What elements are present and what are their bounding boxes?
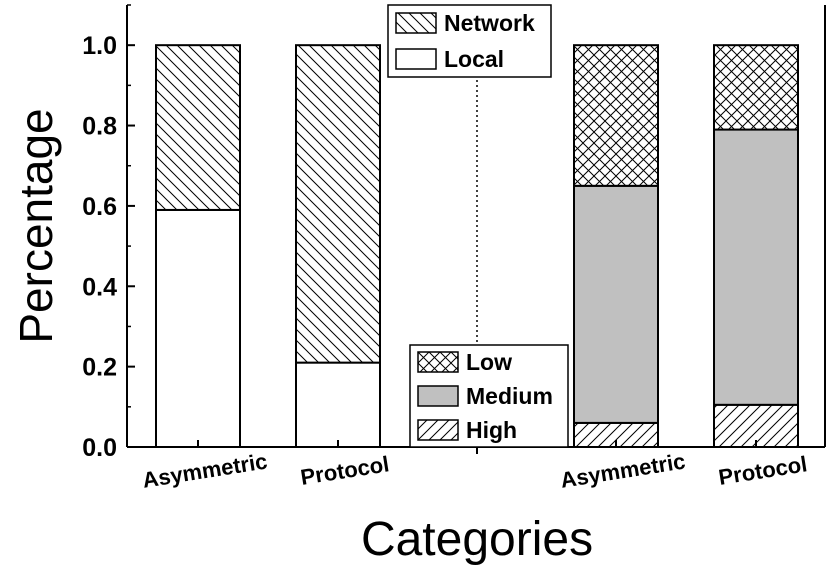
category-label-protocol-group1: Protocol	[299, 451, 391, 490]
legend-label-low: Low	[466, 349, 512, 375]
legend-label-high: High	[466, 417, 517, 443]
legend-swatch-high	[417, 419, 459, 441]
bar-medium-asymmetric-group2	[573, 184, 659, 424]
category-label-asymmetric-group1: Asymmetric	[141, 448, 269, 492]
y-tick-label: 0.2	[82, 354, 117, 382]
y-tick-label: 0.4	[82, 273, 117, 301]
bar-local-protocol-group1	[295, 361, 381, 449]
legend-swatch-network	[395, 12, 437, 34]
y-tick-label: 0.6	[82, 193, 117, 221]
bar-network-protocol-group1	[295, 44, 381, 364]
category-label-protocol-group2: Protocol	[717, 451, 809, 490]
legend-label-local: Local	[444, 46, 504, 72]
legend-swatch-low	[417, 351, 459, 373]
legend-swatch-medium	[417, 385, 459, 407]
bar-local-asymmetric-group1	[155, 208, 241, 448]
bar-medium-protocol-group2	[713, 128, 799, 406]
y-tick-label: 0.8	[82, 113, 117, 141]
bar-low-protocol-group2	[713, 44, 799, 131]
y-axis-title: Percentage	[10, 108, 62, 343]
y-tick-label: 1.0	[82, 32, 117, 60]
legend-swatch-local	[395, 48, 437, 70]
category-label-asymmetric-group2: Asymmetric	[559, 448, 687, 492]
bar-low-asymmetric-group2	[573, 44, 659, 187]
x-axis-title: Categories	[361, 513, 593, 566]
bar-network-asymmetric-group1	[155, 44, 241, 211]
y-tick-label: 0.0	[82, 434, 117, 462]
legend-label-medium: Medium	[466, 383, 553, 409]
legend-label-network: Network	[444, 10, 535, 36]
